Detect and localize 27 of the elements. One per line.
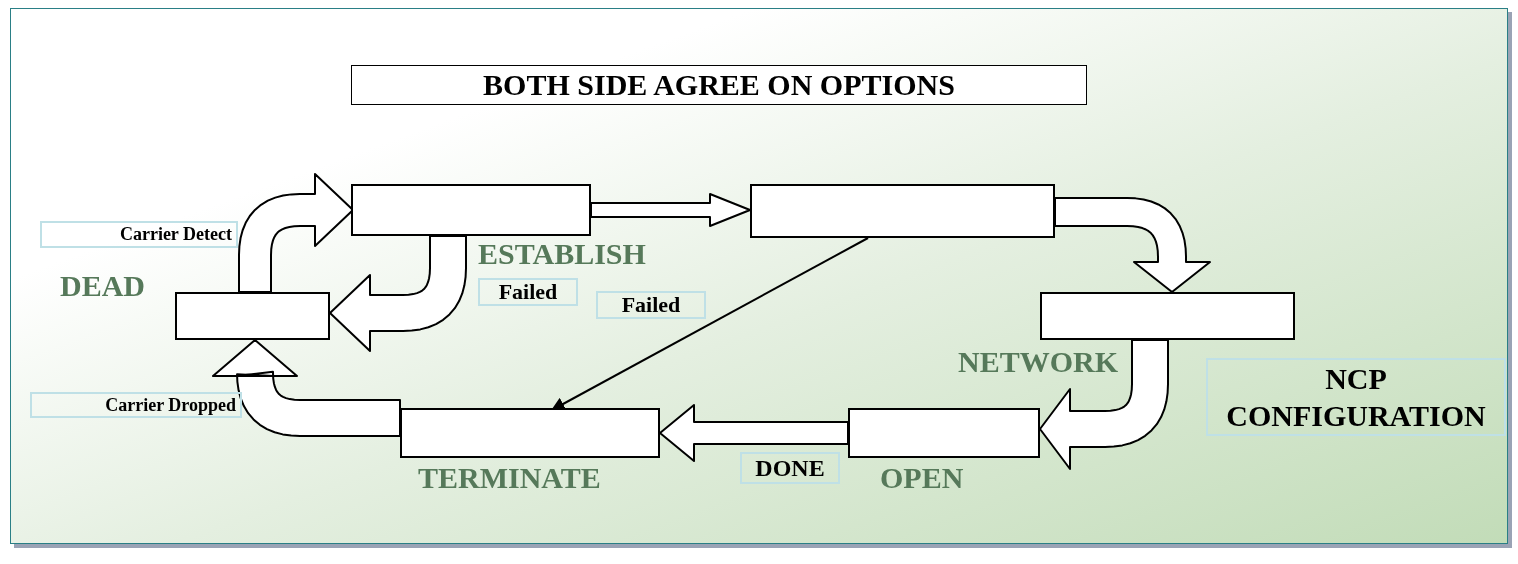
edge-label: Failed (478, 278, 578, 306)
state-name: DEAD (60, 270, 145, 302)
edge-label: Carrier Detect (40, 221, 238, 248)
edge-label: Carrier Dropped (30, 392, 242, 418)
state-box (848, 408, 1040, 458)
state-name: TERMINATE (418, 462, 601, 494)
state-box (400, 408, 660, 458)
state-box (175, 292, 330, 340)
block-arrow (329, 235, 467, 352)
state-name: OPEN (880, 462, 964, 494)
state-box (351, 184, 591, 236)
edge-label: NCP CONFIGURATION (1206, 358, 1506, 436)
edge-label: DONE (740, 452, 840, 484)
block-arrow (659, 404, 849, 462)
block-arrow (238, 173, 354, 293)
heading-text: BOTH SIDE AGREE ON OPTIONS (483, 68, 955, 102)
block-arrow (1039, 339, 1169, 470)
block-arrow (590, 193, 751, 227)
edge-label: Failed (596, 291, 706, 319)
state-box (750, 184, 1055, 238)
arrow (550, 237, 869, 411)
heading-box (351, 65, 1087, 105)
block-arrow (212, 339, 401, 437)
block-arrow (1054, 197, 1211, 293)
state-box (1040, 292, 1295, 340)
state-name: NETWORK (958, 346, 1119, 378)
state-name: ESTABLISH (478, 238, 646, 270)
